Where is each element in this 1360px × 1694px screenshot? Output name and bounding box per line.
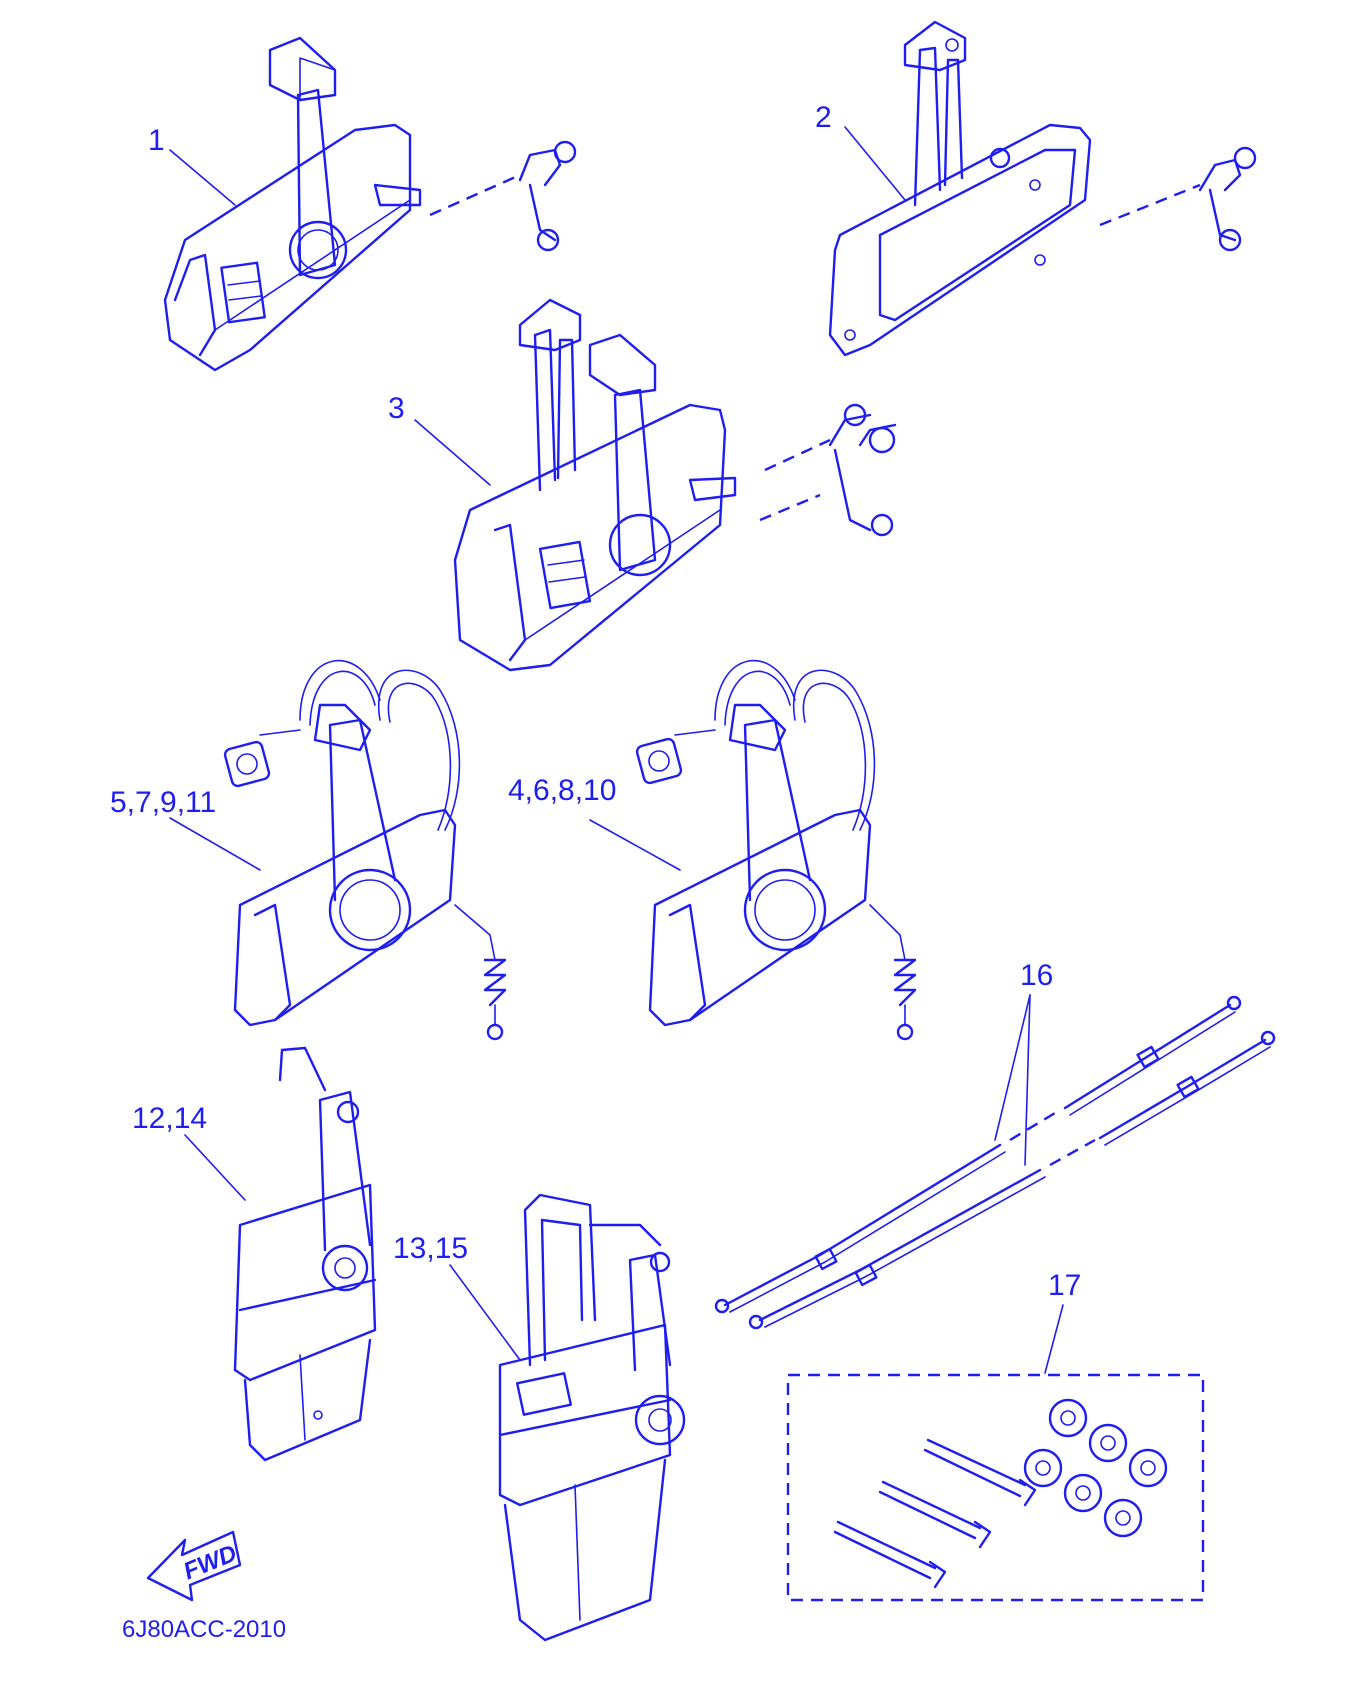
part-2-panel-control [828, 20, 1257, 357]
callout-label: 16 [1020, 959, 1053, 992]
part-17-bolt-kit [786, 1373, 1205, 1602]
part-4-6-8-10-flush-control [635, 659, 917, 1041]
part-16-control-cables [714, 995, 1276, 1330]
callout-label: 12,14 [132, 1102, 207, 1135]
forward-label: FWD [180, 1540, 241, 1586]
part-12-14-top-mount-control [233, 1046, 377, 1462]
callout-label: 17 [1048, 1269, 1081, 1302]
callout-label: 13,15 [393, 1232, 468, 1265]
part-13-15-top-mount-twin-control [498, 1193, 686, 1642]
callout-label: 1 [148, 124, 165, 157]
callout-label: 5,7,9,11 [110, 786, 216, 819]
callout-label: 3 [388, 392, 405, 425]
drawing-code: 6J80ACC-2010 [122, 1616, 286, 1643]
part-5-7-9-11-flush-control [223, 659, 507, 1041]
part-1-side-mount-control [163, 36, 577, 372]
callout-leaders [169, 126, 1064, 1374]
callout-label: 4,6,8,10 [508, 774, 616, 807]
callout-label: 2 [815, 101, 832, 134]
part-3-twin-control [453, 298, 897, 672]
forward-direction-arrow: FWD [146, 1530, 242, 1602]
